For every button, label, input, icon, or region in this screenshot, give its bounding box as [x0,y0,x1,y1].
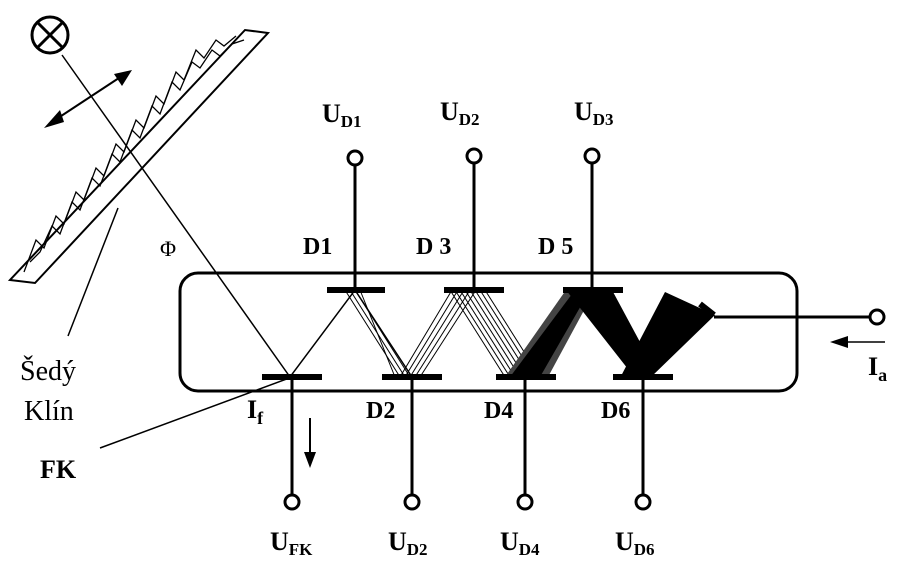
cathode-current-arrow-icon [304,418,316,468]
fk-label: FK [40,455,77,484]
terminal-ud1 [346,149,364,167]
electron-bundle-2 [399,289,477,378]
wedge-label-line1: Šedý [20,356,76,387]
voltage-ud3-label: UD3 [574,97,614,129]
grey-wedge [7,28,271,285]
anode [698,301,716,318]
electron-bundle-6 [620,292,715,378]
wedge-label-line2: Klín [24,396,74,427]
flux-label: Φ [160,236,176,261]
terminal-ud2-bottom [403,493,421,511]
voltage-ud1-label: UD1 [322,99,362,131]
electron-bundle-1 [344,289,411,378]
anode-current-label: Ia [868,352,887,385]
terminal-anode [868,308,886,326]
voltage-ud6-label: UD6 [615,527,655,559]
anode-current-arrow-icon [830,336,885,348]
wedge-leader-line [67,207,119,337]
voltage-ud2-top-label: UD2 [440,97,480,129]
terminal-ud3 [583,147,601,165]
terminal-ud2-top [465,147,483,165]
cathode-current-label: If [247,395,264,428]
double-arrow-icon [44,70,132,128]
light-ray [61,54,413,379]
fk-leader-line [99,376,293,449]
terminal-ud4 [516,493,534,511]
voltage-ud4-label: UD4 [500,527,540,559]
dynode-d5-label: D 5 [538,234,573,260]
voltage-ufk-label: UFK [270,527,313,559]
dynode-d2-label: D2 [366,398,395,424]
voltage-ud2-bottom-label: UD2 [388,527,428,559]
dynode-d3-label: D 3 [416,234,451,260]
dynode-d1-label: D1 [303,234,332,260]
dynode-d4-label: D4 [484,398,513,424]
terminal-ud6 [634,493,652,511]
lamp-symbol-icon [30,15,70,55]
tube-envelope [178,271,799,393]
terminal-ufk [283,493,301,511]
electron-bundle-4 [505,290,595,377]
dynode-d6-label: D6 [601,398,630,424]
